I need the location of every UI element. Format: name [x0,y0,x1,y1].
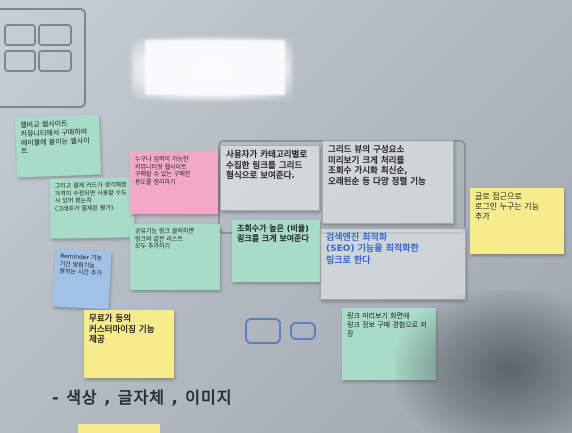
note-text: 그리드 뷰의 구성요소 미리보기 크게 처리를 조회수 가시화 최신순, 오래된… [328,145,426,187]
note-text: 글로 접근으로 로그인 누구는 기능 추가 [475,192,539,221]
note-text: 누구나 입력이 가능한 커뮤니티형 웹사이트 구매할 수 있는 구매한 용도를 … [135,156,191,186]
sticky-note: 그리고 결제 카드가 생각해봤 가격이 수정되면 사용할 수도 사 있어 봤는지… [49,177,135,239]
note-text: Reminder 기능 기간 알림기능 원하는 시간 추가 [59,252,103,278]
sticky-note-partial [78,424,160,433]
sticky-note: 공유기능 링크 클릭하면 링크와 같은 리스트 모두 추가하기 [130,224,220,290]
note-text: 그리고 결제 카드가 생각해봤 가격이 수정되면 사용할 수도 사 있어 봤는지… [54,181,127,213]
note-text: 웹비교 웹사이트 커뮤니티에서 구매하여 레이블에 붙이는 웹사이트 [20,119,90,156]
marker-text: - 색상 , 글자체 , 이미지 [52,388,233,407]
light-glare-core [145,40,285,95]
sticky-note: 그리드 뷰의 구성요소 미리보기 크게 처리를 조회수 가시화 최신순, 오래된… [322,140,454,224]
hand-shadow [395,290,572,433]
note-text: 공유기능 링크 클릭하면 링크와 같은 리스트 모두 추가하기 [135,228,195,250]
sticky-note: 글로 접근으로 로그인 누구는 기능 추가 [470,188,564,254]
sticky-note: 웹비교 웹사이트 커뮤니티에서 구매하여 레이블에 붙이는 웹사이트 [14,114,102,178]
sticky-note: Reminder 기능 기간 알림기능 원하는 시간 추가 [52,248,112,310]
sticky-note: 무료가 등의 커스터마이징 기능 제공 [84,310,174,378]
note-text: 무료가 등의 커스터마이징 기능 제공 [89,314,155,346]
note-text: 조회수가 높은 (비율) 링크를 크게 보여준다 [237,224,309,243]
sketch-image-icon [245,318,281,344]
sticky-note: 검색엔진 최적화 (SEO) 기능을 최적화한 링크로 한다 [320,228,466,300]
sketch-play-icon [290,322,316,340]
note-text: 사용자가 카테고리별로 수집한 링크를 그리드 형식으로 보여준다. [226,150,308,182]
sticky-note: 조회수가 높은 (비율) 링크를 크게 보여준다 [232,220,320,282]
note-text: 검색엔진 최적화 (SEO) 기능을 최적화한 링크로 한다 [326,233,419,266]
sticky-note: 사용자가 카테고리별로 수집한 링크를 그리드 형식으로 보여준다. [220,145,320,211]
wireframe-sketch [0,8,86,108]
sticky-note: 누구나 입력이 가능한 커뮤니티형 웹사이트 구매할 수 있는 구매한 용도를 … [130,152,218,214]
